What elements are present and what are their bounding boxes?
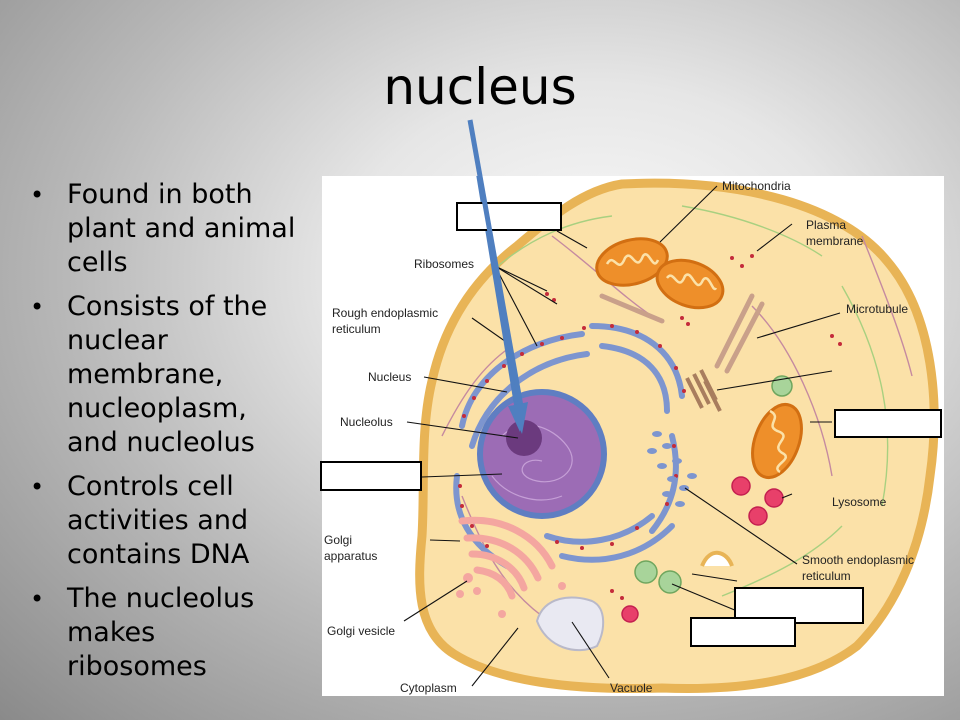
label-cytoplasm: Cytoplasm (400, 681, 457, 695)
cell-illustration (403, 176, 939, 693)
label-nucleus: Nucleus (368, 370, 412, 384)
label-ribosomes: Ribosomes (414, 257, 475, 271)
label-rough-er-line1: Rough endoplasmic (332, 306, 439, 320)
vacuole-shape (535, 596, 605, 652)
label-golgi-apparatus-line1: Golgi (324, 533, 353, 547)
label-plasma-membrane-line2: membrane (806, 234, 864, 248)
nucleolus-shape (506, 420, 542, 456)
label-golgi-vesicle: Golgi vesicle (327, 624, 396, 638)
nucleus-shape (477, 389, 607, 519)
lysosome-shapes (621, 476, 784, 623)
bullet-list: Found in both plant and animal cells Con… (30, 178, 300, 694)
label-mitochondria: Mitochondria (722, 179, 791, 193)
mitochondria-shapes (595, 237, 803, 479)
slide-title: nucleus (383, 58, 577, 116)
label-smooth-er-line1: Smooth endoplasmic (802, 553, 915, 567)
label-microtubule: Microtubule (846, 302, 909, 316)
golgi-shape (458, 516, 556, 600)
label-smooth-er-line2: reticulum (802, 569, 851, 583)
label-golgi-apparatus-line2: apparatus (324, 549, 378, 563)
label-plasma-membrane-line1: Plasma (806, 218, 847, 232)
animal-cell-diagram: Mitochondria Plasma membrane Ribosomes R… (322, 176, 944, 696)
centriole-shape (685, 369, 722, 412)
blank-label-box-right[interactable] (834, 409, 942, 438)
label-lysosome: Lysosome (832, 495, 887, 509)
label-vacuole: Vacuole (610, 681, 653, 695)
blank-label-box-top[interactable] (456, 202, 562, 231)
bullet-item: Consists of the nuclear membrane, nucleo… (30, 290, 300, 460)
blank-label-box-bottom-right-lower[interactable] (690, 617, 796, 647)
bullet-item: The nucleolus makes ribosomes (30, 582, 300, 684)
bullet-item: Found in both plant and animal cells (30, 178, 300, 280)
label-nucleolus: Nucleolus (340, 415, 393, 429)
bullet-item: Controls cell activities and contains DN… (30, 470, 300, 572)
blank-label-box-left[interactable] (320, 461, 422, 491)
label-rough-er-line2: reticulum (332, 322, 381, 336)
